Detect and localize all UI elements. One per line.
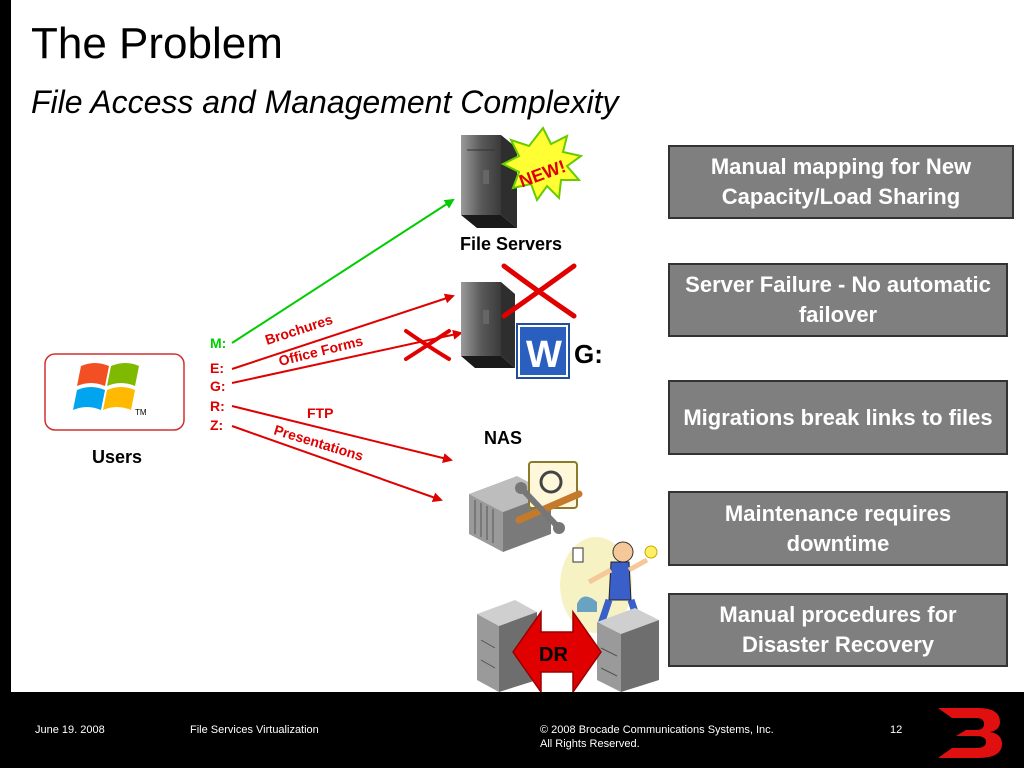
word-document-icon: W (516, 323, 570, 379)
nas-label: NAS (484, 428, 523, 448)
dr-server-right-icon (597, 608, 659, 692)
problem-box-manual-mapping: Manual mapping for New Capacity/Load Sha… (668, 145, 1014, 219)
maintenance-tools-icon (515, 461, 583, 534)
problem-box-server-failure: Server Failure - No automatic failover (668, 263, 1008, 337)
red-arrow-e (231, 293, 455, 370)
green-arrow-m (231, 198, 455, 344)
problem-box-disaster-recovery: Manual procedures for Disaster Recovery (668, 593, 1008, 667)
dr-double-arrow-icon: DR (512, 609, 602, 692)
failed-server-icon (461, 282, 515, 368)
new-badge-icon: NEW! (500, 126, 584, 203)
windows-logo-icon: TM (44, 353, 185, 431)
red-arrow-r (231, 405, 453, 463)
drive-letter-m: M: (210, 335, 227, 351)
footer-page-number: 12 (890, 724, 903, 736)
diagram: Brochures Office Forms FTP Presentations… (44, 126, 659, 692)
footer-copyright-line1: © 2008 Brocade Communications Systems, I… (540, 724, 774, 736)
red-arrow-z (231, 425, 443, 503)
slide-content: The Problem File Access and Management C… (11, 0, 1024, 692)
slide-subtitle: File Access and Management Complexity (31, 84, 619, 120)
file-server-icon (461, 135, 517, 228)
file-servers-label: File Servers (460, 234, 563, 254)
dr-label: DR (539, 644, 568, 666)
drive-letter-r: R: (210, 398, 225, 414)
footer-date: June 19. 2008 (35, 724, 105, 736)
drive-letter-g: G: (210, 378, 226, 394)
drive-letter-z: Z: (210, 417, 224, 433)
users-label: Users (92, 447, 143, 467)
server-failure-x-icon (501, 263, 577, 319)
broken-link-x-icon (404, 329, 451, 361)
footer-copyright-line2: All Rights Reserved. (540, 738, 640, 750)
g-drive-label: G: (574, 339, 603, 369)
arrow-label-ftp: FTP (307, 405, 333, 421)
worker-cartoon-icon (560, 537, 658, 633)
problem-box-maintenance: Maintenance requires downtime (668, 491, 1008, 566)
drive-letter-e: E: (210, 360, 224, 376)
windows-tm-mark: TM (135, 408, 147, 417)
footer-topic: File Services Virtualization (190, 724, 319, 736)
svg-text:W: W (526, 334, 562, 376)
slide-title: The Problem (31, 19, 283, 68)
brocade-logo-icon (938, 708, 1002, 758)
problem-box-migrations: Migrations break links to files (668, 380, 1008, 455)
footer-copyright: © 2008 Brocade Communications Systems, I… (540, 723, 774, 751)
